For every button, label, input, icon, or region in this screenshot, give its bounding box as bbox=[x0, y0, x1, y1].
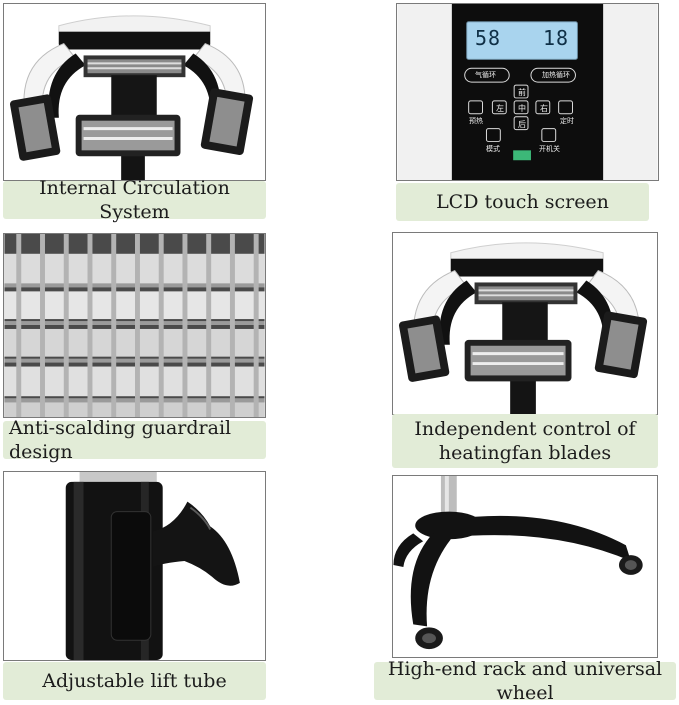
lcd-button-air-circulation[interactable]: 气循环 bbox=[475, 71, 496, 79]
lcd-button-preheat[interactable]: 预热 bbox=[469, 117, 483, 125]
guardrail-image bbox=[4, 234, 265, 417]
panel-guardrail bbox=[3, 233, 266, 418]
panel-lcd: 58 18 气循环 加热循环 预热 左 中 右 定时 前 后 模式 开机关 bbox=[396, 3, 659, 181]
lcd-button-right[interactable]: 右 bbox=[540, 104, 548, 113]
lcd-button-back[interactable]: 后 bbox=[518, 120, 526, 129]
lcd-button-power[interactable]: 开机关 bbox=[539, 145, 560, 153]
panel-independent-control bbox=[392, 232, 658, 415]
lcd-button-heat-circulation[interactable]: 加热循环 bbox=[542, 71, 570, 79]
hood-device-image-2 bbox=[393, 233, 657, 414]
lcd-button-mode[interactable]: 模式 bbox=[486, 145, 500, 153]
lcd-right-value: 18 bbox=[543, 26, 570, 50]
lcd-control-panel-image bbox=[397, 4, 658, 180]
lcd-button-center[interactable]: 中 bbox=[518, 104, 526, 113]
rack-wheel-image bbox=[393, 476, 657, 657]
panel-lift-tube bbox=[3, 471, 266, 661]
caption-internal-circulation: Internal Circulation System bbox=[3, 177, 266, 223]
lcd-button-front[interactable]: 前 bbox=[518, 88, 526, 97]
lcd-left-value: 58 bbox=[475, 26, 502, 50]
caption-independent-control: Independent control of heatingfan blades bbox=[392, 414, 658, 468]
panel-internal-circulation bbox=[3, 3, 266, 181]
hood-device-image bbox=[4, 4, 265, 180]
panel-rack-wheel bbox=[392, 475, 658, 658]
caption-rack-wheel: High-end rack and universal wheel bbox=[374, 658, 676, 704]
caption-lift-tube: Adjustable lift tube bbox=[3, 662, 266, 700]
caption-guardrail: Anti-scalding guardrail design bbox=[3, 417, 266, 463]
lcd-button-left[interactable]: 左 bbox=[496, 104, 504, 113]
lcd-button-timer[interactable]: 定时 bbox=[560, 117, 574, 125]
lift-tube-image bbox=[4, 472, 265, 660]
caption-lcd: LCD touch screen bbox=[396, 183, 649, 221]
